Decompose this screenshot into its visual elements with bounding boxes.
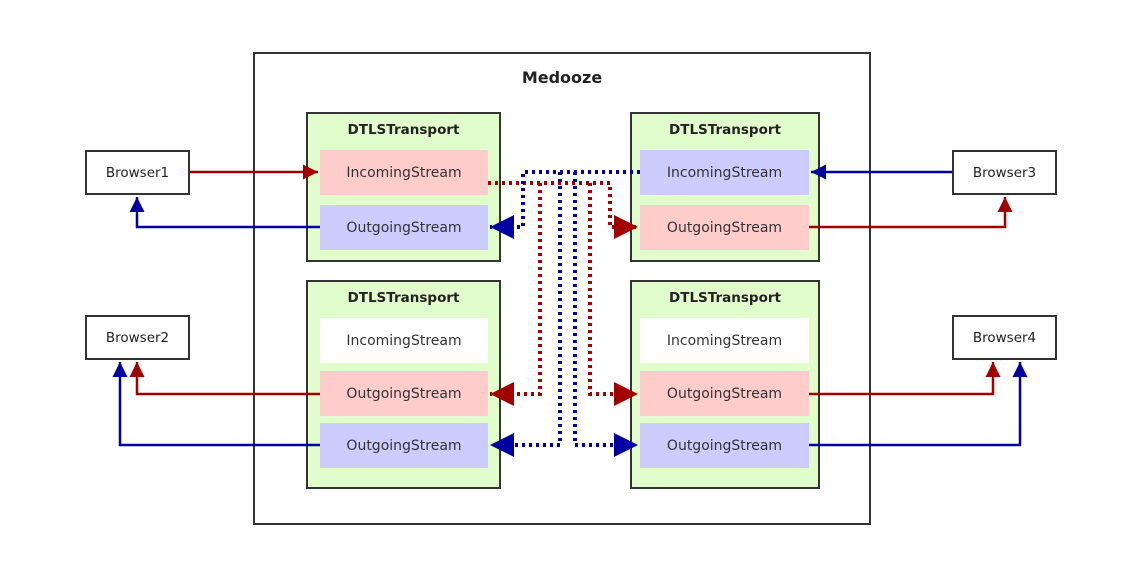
transport-title: DTLSTransport <box>347 290 460 306</box>
incoming-stream-browser3: IncomingStream <box>640 150 809 195</box>
outgoing-stream-browser2-from-browser3: OutgoingStream <box>320 423 488 468</box>
incoming-stream-browser4: IncomingStream <box>640 318 809 363</box>
incoming-stream-browser2: IncomingStream <box>320 318 488 363</box>
outgoing-stream-browser4-from-browser3: OutgoingStream <box>640 423 809 468</box>
outgoing-stream-browser4-from-browser1: OutgoingStream <box>640 371 809 416</box>
browser4-node: Browser4 <box>952 315 1057 360</box>
transport-title: DTLSTransport <box>669 122 781 138</box>
outgoing-stream-browser2-from-browser1: OutgoingStream <box>320 371 488 416</box>
browser2-node: Browser2 <box>85 315 190 360</box>
outgoing-stream-browser3: OutgoingStream <box>640 205 809 250</box>
transport-title: DTLSTransport <box>347 122 460 138</box>
browser3-node: Browser3 <box>952 150 1057 195</box>
incoming-stream-browser1: IncomingStream <box>320 150 488 195</box>
outgoing-stream-browser1: OutgoingStream <box>320 205 488 250</box>
transport-title: DTLSTransport <box>669 290 781 306</box>
browser1-node: Browser1 <box>85 150 190 195</box>
medooze-title: Medooze <box>521 68 603 87</box>
